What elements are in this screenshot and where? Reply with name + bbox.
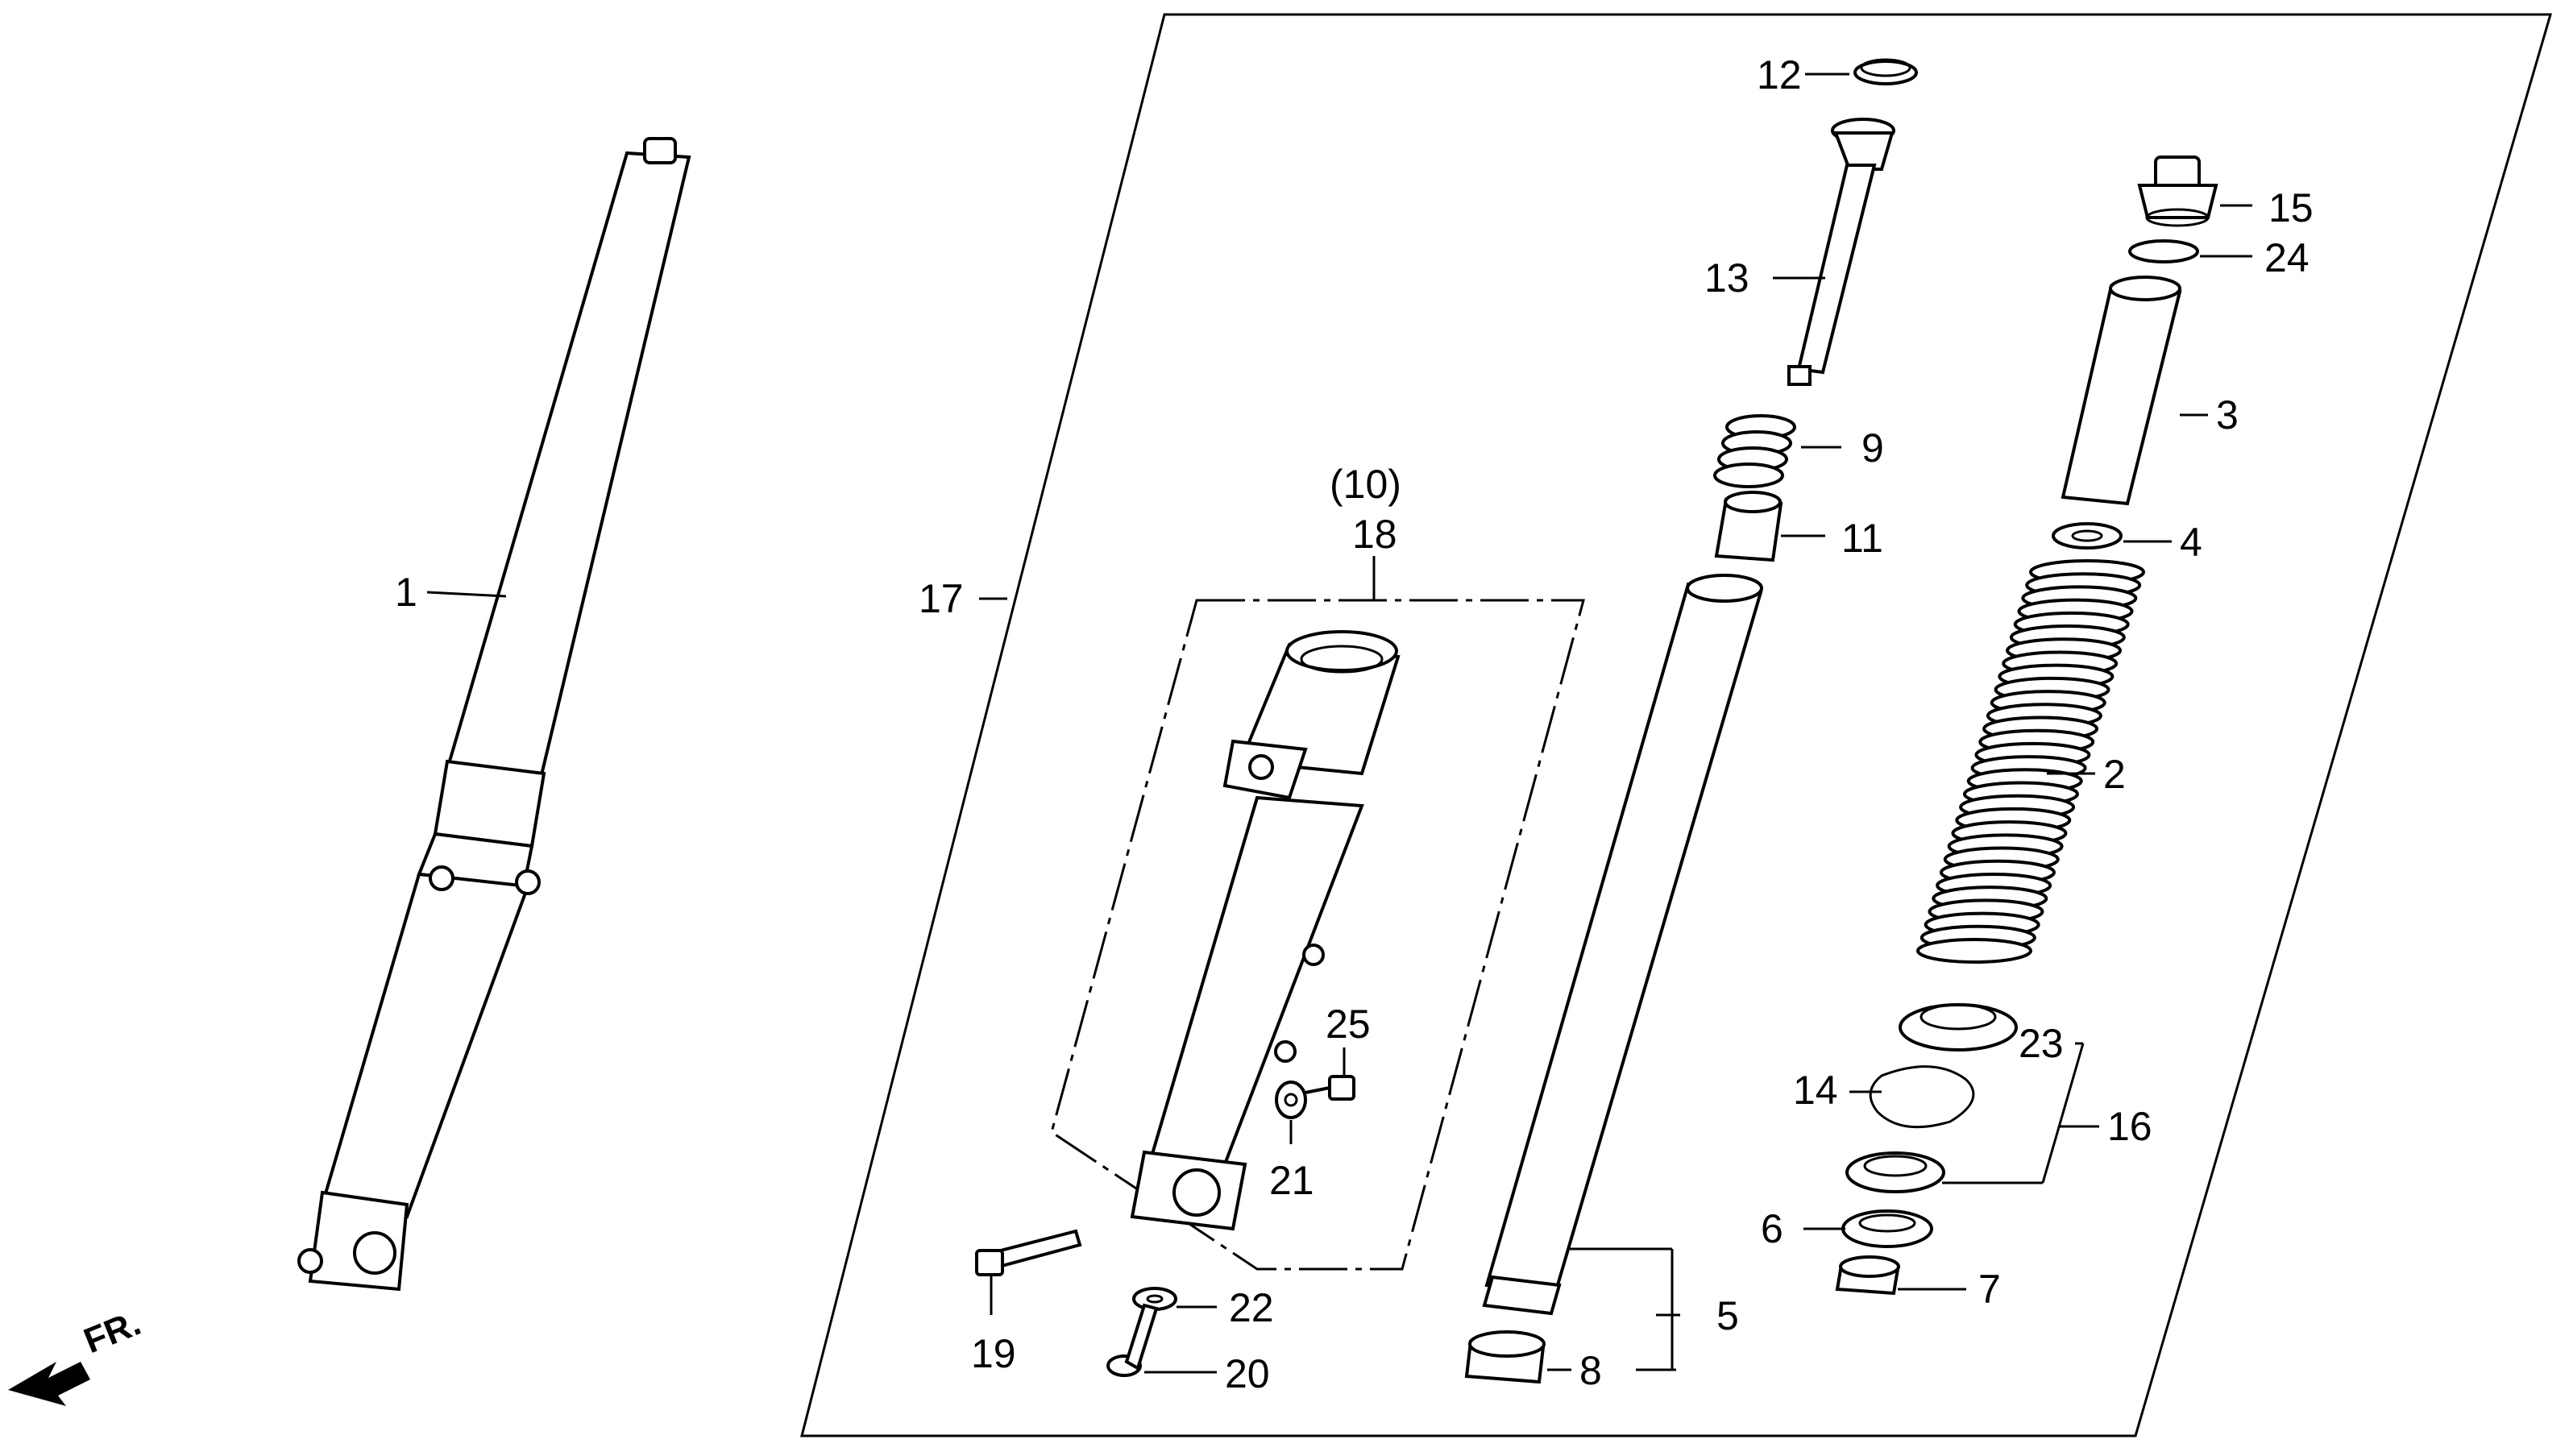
fork-spring [1916, 559, 2145, 964]
fork-piston [1787, 118, 1895, 386]
exploded-group-outline [800, 13, 2553, 1437]
callout-25: 25 [1326, 1002, 1371, 1047]
rebound-spring [1713, 414, 1796, 488]
callout-1: 1 [395, 570, 417, 615]
fork-pipe [1482, 574, 1763, 1316]
callout-11: 11 [1841, 516, 1883, 561]
callout-13: 13 [1704, 255, 1749, 301]
callout-24: 24 [2264, 235, 2310, 280]
callout-3: 3 [2216, 392, 2239, 438]
backup-washer [1841, 1209, 1933, 1248]
front-fork-assembly [297, 137, 691, 1292]
slider-group-outline [1050, 599, 1585, 1271]
spring-seat [2052, 522, 2123, 550]
fork-piston-ring [1714, 491, 1783, 562]
leader-lines [426, 73, 2252, 1374]
callout-7: 7 [1978, 1267, 2001, 1312]
callout-16: 16 [2107, 1104, 2152, 1149]
front-direction-indicator: FR. [8, 1303, 146, 1406]
callout-21: 21 [1269, 1158, 1314, 1203]
axle-pinch-bolt [975, 1229, 1082, 1276]
callout-5: 5 [1716, 1293, 1739, 1338]
callout-12: 12 [1757, 52, 1802, 97]
oil-seal-stopper-ring [1869, 1065, 1975, 1129]
slider-bushing [1835, 1255, 1900, 1296]
callout-10: (10) [1330, 462, 1401, 507]
callout-22: 22 [1229, 1285, 1274, 1330]
sealing-washer [1275, 1081, 1307, 1119]
callout-20: 20 [1225, 1351, 1270, 1396]
callout-8: 8 [1579, 1348, 1602, 1393]
callout-18: 18 [1352, 512, 1397, 557]
fork-bolt [2137, 156, 2218, 227]
front-arrow-icon [8, 1362, 90, 1406]
callout-17: 17 [919, 576, 964, 621]
fork-pipe-bushing [1464, 1330, 1546, 1384]
drain-bolt [1106, 1303, 1159, 1377]
callout-9: 9 [1861, 425, 1884, 471]
fork-slider [1130, 630, 1401, 1231]
callout-14: 14 [1793, 1068, 1838, 1113]
spring-collar [2061, 276, 2182, 506]
back-up-ring [1845, 1151, 1945, 1193]
callout-23: 23 [2019, 1021, 2064, 1066]
callout-6: 6 [1761, 1206, 1783, 1251]
front-label: FR. [78, 1303, 146, 1361]
callout-4: 4 [2180, 520, 2202, 565]
callout-labels: 1 12 13 9 11 15 24 3 4 2 17 (10) 18 25 2… [395, 52, 2314, 1396]
oil-seal [1899, 1003, 2018, 1052]
callout-15: 15 [2268, 185, 2314, 230]
o-ring [2128, 239, 2199, 263]
washer [1132, 1287, 1177, 1311]
callout-19: 19 [971, 1331, 1016, 1376]
oil-lock-piece [1853, 58, 1918, 85]
spring-coil [1916, 938, 2032, 964]
callout-2: 2 [2103, 752, 2126, 797]
